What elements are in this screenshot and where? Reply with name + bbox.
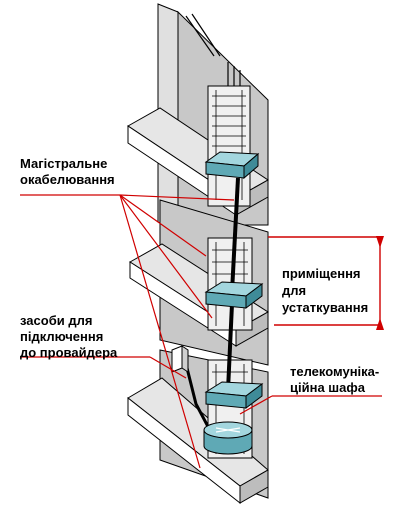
router-icon	[203, 421, 253, 455]
annotation-lines	[20, 194, 382, 469]
provider-label-line2: підключення	[20, 329, 104, 344]
backbone-label-line2: окабелювання	[20, 172, 115, 187]
backbone-cable	[226, 177, 240, 391]
equipment-room-label-line1: приміщення	[282, 266, 361, 281]
switch-icon	[204, 381, 264, 409]
floor-slab-3-side	[239, 469, 269, 504]
equipment-room-label-line2: для	[282, 283, 307, 298]
backbone-label-line1: Магістральне	[20, 156, 108, 171]
equipment-room-bracket	[268, 236, 384, 330]
provider-box-icon	[171, 345, 189, 373]
provider-label-line3: до провайдера	[20, 345, 118, 360]
switch-icon	[204, 281, 264, 309]
rack-floor-1	[207, 85, 251, 207]
telecom-closet-label-line2: ційна шафа	[290, 380, 365, 395]
provider-label-line1: засоби для	[20, 313, 93, 328]
equipment-room-label-line3: устаткування	[282, 300, 369, 315]
telecom-closet-label-line1: телекомуніка-	[290, 364, 380, 379]
switch-icon	[204, 151, 260, 180]
